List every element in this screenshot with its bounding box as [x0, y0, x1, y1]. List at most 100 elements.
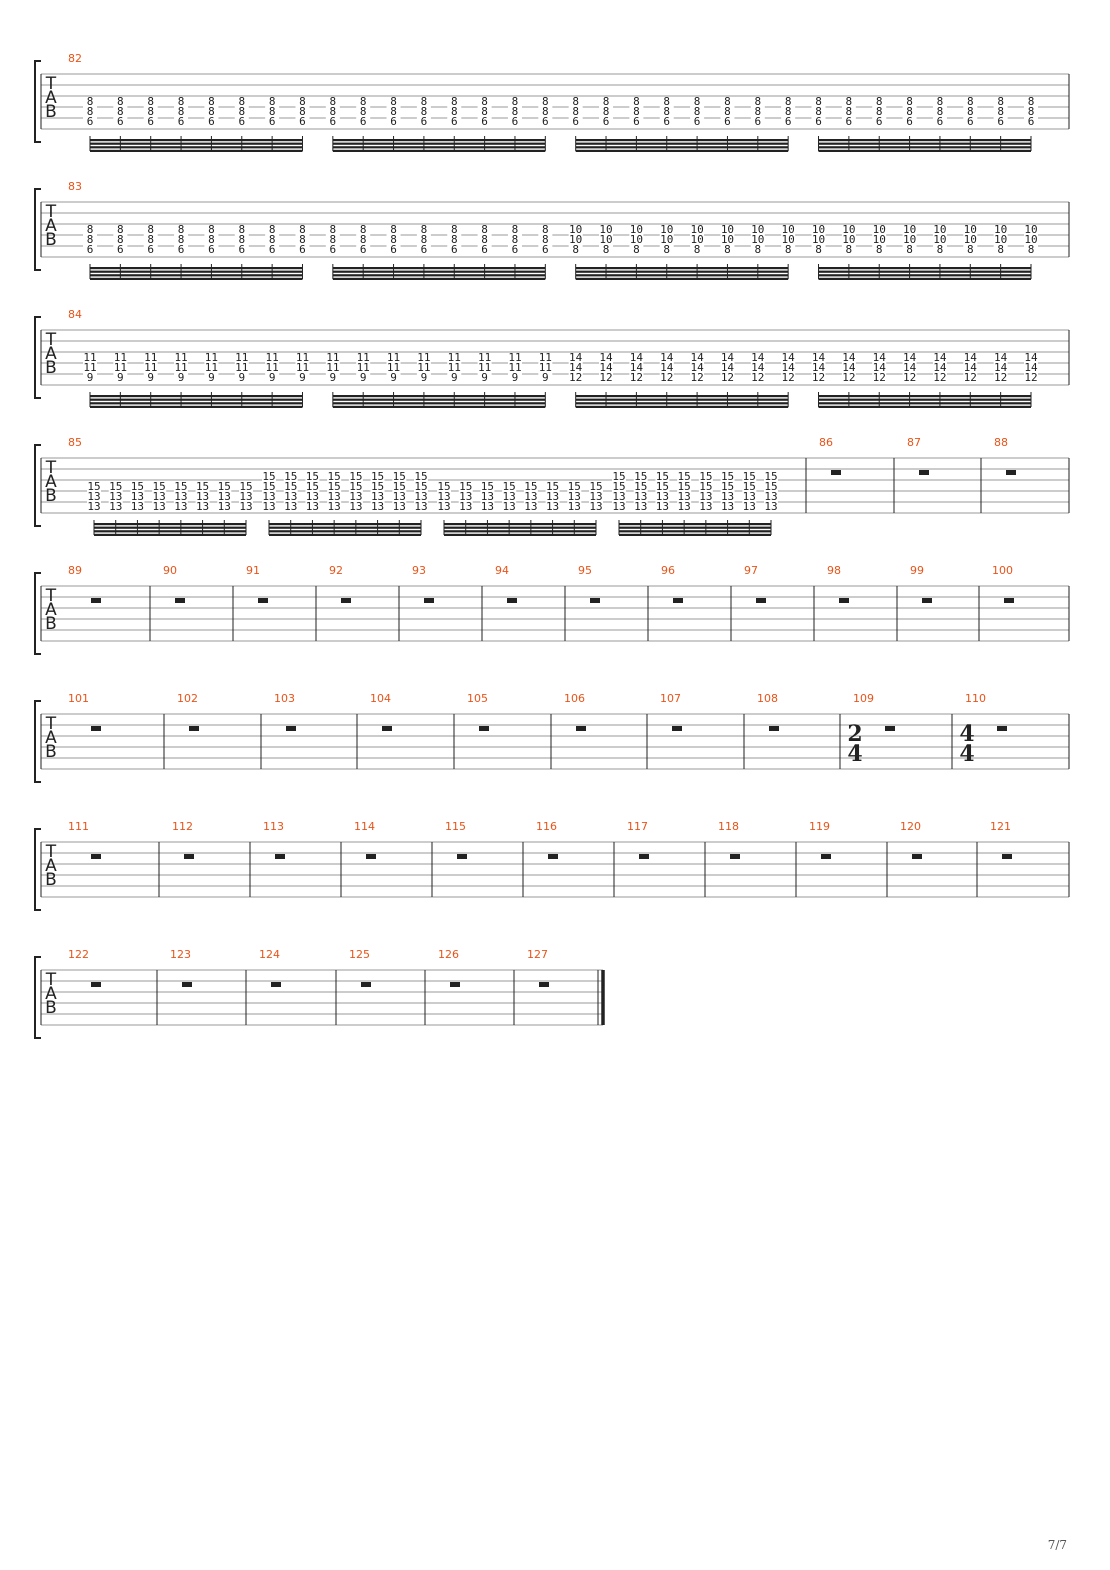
- fret-mask: [295, 363, 310, 373]
- fret-number: 8: [87, 95, 94, 108]
- fret-number: 12: [994, 371, 1007, 384]
- measure-number: 117: [627, 820, 648, 833]
- fret-mask: [305, 472, 320, 482]
- fret-number: 14: [751, 361, 765, 374]
- whole-rest-icon: [548, 854, 558, 859]
- fret-mask: [507, 353, 522, 363]
- fret-mask: [568, 373, 583, 383]
- fret-mask: [932, 225, 947, 235]
- fret-number: 13: [481, 490, 494, 503]
- fret-mask: [477, 107, 492, 117]
- fret-number: 8: [937, 243, 944, 256]
- fret-number: 6: [117, 243, 124, 256]
- whole-rest-icon: [1002, 854, 1012, 859]
- fret-number: 15: [764, 470, 777, 483]
- fret-number: 15: [678, 470, 691, 483]
- fret-mask: [265, 107, 280, 117]
- fret-mask: [750, 97, 765, 107]
- note-beam: [619, 533, 771, 536]
- fret-mask: [993, 225, 1008, 235]
- fret-number: 9: [87, 371, 94, 384]
- note-beam: [619, 526, 771, 529]
- fret-mask: [811, 107, 826, 117]
- fret-mask: [386, 117, 401, 127]
- fret-mask: [87, 492, 101, 502]
- fret-number: 11: [144, 361, 157, 374]
- note-beam: [90, 395, 303, 398]
- fret-mask: [348, 482, 363, 492]
- fret-number: 8: [724, 95, 731, 108]
- fret-number: 14: [964, 351, 978, 364]
- fret-mask: [414, 502, 428, 512]
- fret-mask: [305, 482, 320, 492]
- fret-number: 13: [699, 500, 712, 513]
- fret-mask: [599, 107, 614, 117]
- fret-mask: [993, 373, 1008, 383]
- fret-number: 15: [764, 480, 777, 493]
- fret-mask: [781, 353, 796, 363]
- fret-number: 13: [743, 490, 756, 503]
- fret-mask: [502, 492, 517, 502]
- note-beam: [575, 402, 789, 405]
- fret-number: 13: [153, 490, 166, 503]
- measure-number: 103: [274, 692, 295, 705]
- measure-number: 102: [177, 692, 198, 705]
- fret-mask: [872, 245, 887, 255]
- fret-mask: [83, 353, 97, 363]
- note-beam: [90, 139, 303, 142]
- fret-mask: [633, 502, 648, 512]
- measure-number: 86: [819, 436, 833, 449]
- fret-number: 6: [147, 115, 154, 128]
- note-beam: [332, 139, 546, 142]
- fret-mask: [811, 225, 826, 235]
- fret-mask: [234, 107, 249, 117]
- fret-mask: [932, 97, 947, 107]
- fret-mask: [386, 363, 401, 373]
- fret-number: 8: [390, 105, 397, 118]
- fret-number: 8: [269, 233, 276, 246]
- whole-rest-icon: [639, 854, 649, 859]
- measure-number: 112: [172, 820, 193, 833]
- fret-mask: [507, 373, 522, 383]
- measure-number: 109: [853, 692, 874, 705]
- note-beam: [818, 402, 1031, 405]
- note-beam: [575, 270, 789, 273]
- tab-clef-letter: A: [45, 856, 57, 876]
- fret-number: 15: [743, 480, 756, 493]
- fret-mask: [599, 225, 614, 235]
- fret-number: 10: [933, 223, 946, 236]
- measure-number: 123: [170, 948, 191, 961]
- whole-rest-icon: [539, 982, 549, 987]
- time-signature-top: 4: [959, 721, 974, 747]
- note-beam: [818, 277, 1031, 280]
- fret-number: 13: [764, 500, 777, 513]
- note-beam: [332, 270, 546, 273]
- fret-mask: [932, 373, 947, 383]
- fret-number: 13: [459, 490, 472, 503]
- whole-rest-icon: [507, 598, 517, 603]
- fret-number: 8: [694, 95, 701, 108]
- measure-number: 126: [438, 948, 459, 961]
- fret-number: 13: [546, 500, 559, 513]
- fret-mask: [234, 245, 249, 255]
- fret-mask: [1024, 373, 1038, 383]
- note-beam: [90, 405, 303, 408]
- fret-number: 8: [876, 95, 883, 108]
- whole-rest-icon: [885, 726, 895, 731]
- fret-mask: [370, 482, 385, 492]
- fret-mask: [612, 492, 626, 502]
- fret-number: 13: [589, 490, 602, 503]
- fret-mask: [902, 245, 917, 255]
- fret-mask: [113, 373, 128, 383]
- fret-number: 11: [205, 351, 218, 364]
- fret-mask: [437, 492, 451, 502]
- measure-number: 100: [992, 564, 1013, 577]
- fret-number: 14: [964, 361, 978, 374]
- fret-number: 13: [218, 500, 231, 513]
- fret-number: 8: [117, 223, 124, 236]
- fret-mask: [633, 482, 648, 492]
- note-beam: [575, 142, 789, 145]
- fret-mask: [612, 502, 626, 512]
- tab-clef-letter: B: [45, 742, 57, 762]
- fret-mask: [742, 492, 757, 502]
